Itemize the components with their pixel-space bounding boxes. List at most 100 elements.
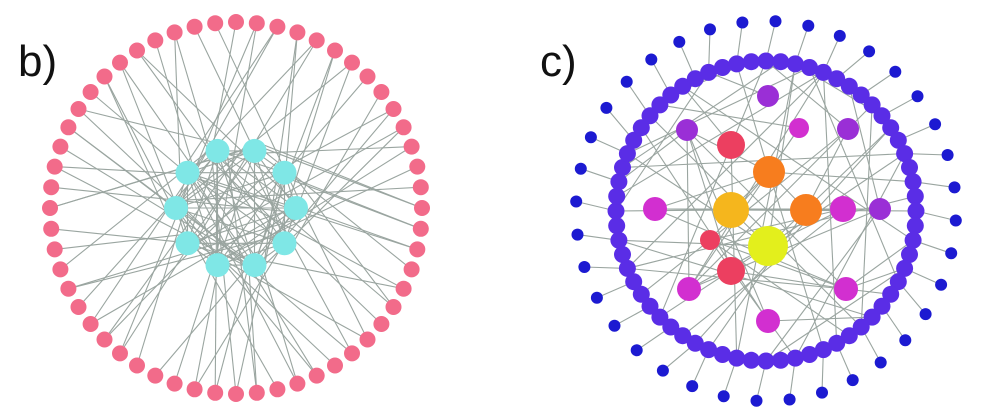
ring-node: [651, 308, 669, 326]
spoke-edge: [181, 169, 404, 290]
ring-node: [840, 327, 858, 345]
leaf-node: [736, 16, 749, 29]
ring-node: [901, 159, 918, 176]
ring-node: [728, 55, 746, 73]
ring-node: [662, 318, 680, 336]
spoke-edge: [174, 269, 213, 384]
hub-orange-node: [753, 156, 785, 188]
leaf-node: [802, 19, 815, 32]
hub-yellow-node: [748, 226, 788, 266]
outer-node: [385, 299, 402, 315]
outer-node: [228, 14, 244, 30]
spoke-edge: [194, 26, 259, 160]
outer-node: [308, 367, 325, 384]
spoke-edge: [104, 76, 171, 204]
hub-edge: [845, 239, 914, 290]
leaf-node: [919, 308, 932, 321]
outer-node: [96, 68, 113, 85]
outer-node: [147, 32, 164, 49]
hub-edge: [640, 239, 711, 295]
spoke-edge: [174, 32, 209, 144]
hub-violet-node: [676, 119, 698, 141]
leaf-node: [941, 149, 954, 161]
spoke-edge: [286, 202, 418, 250]
outer-node: [129, 357, 145, 374]
chord-edge: [616, 71, 824, 197]
spoke-edge: [264, 144, 423, 209]
spoke-edge: [292, 76, 368, 165]
spoke-edge: [282, 108, 394, 169]
hub-magenta-node: [677, 277, 701, 301]
outer-node: [308, 32, 325, 49]
leaf-node: [608, 319, 621, 332]
spoke-edge: [261, 266, 298, 384]
spoke-edge: [258, 259, 404, 290]
hub-magenta-node: [830, 196, 856, 222]
outer-node: [112, 345, 128, 362]
hub-edge: [730, 144, 738, 359]
spoke-edge: [219, 158, 394, 308]
ring-node: [742, 351, 760, 369]
ring-node: [882, 119, 900, 137]
chord-edge: [860, 104, 873, 328]
chord-edge: [627, 72, 824, 269]
core-node: [175, 160, 200, 185]
outer-node: [269, 381, 286, 398]
outer-node: [248, 15, 265, 32]
hub-red-node: [717, 257, 745, 285]
hub-magenta-node: [643, 197, 667, 221]
hub-violet-node: [837, 118, 859, 140]
ring-node: [700, 63, 718, 81]
outer-node: [228, 386, 244, 402]
ring-node: [714, 59, 731, 76]
leaf-node: [750, 394, 763, 407]
leaf-node: [949, 214, 962, 227]
ring-node: [786, 349, 804, 367]
outer-node: [359, 68, 376, 85]
hub-mesh-edge: [686, 129, 732, 272]
hub-mesh-edge: [730, 270, 847, 290]
hub-edge: [618, 239, 769, 247]
spoke-edge: [54, 234, 181, 250]
ring-node: [907, 202, 925, 220]
hub-violet-node: [757, 85, 779, 107]
hub-edge: [767, 316, 873, 322]
spoke-edge: [78, 108, 215, 144]
ring-node: [686, 70, 704, 88]
chord-edge: [822, 72, 838, 344]
hub-gold-node: [713, 192, 749, 228]
hub-edge: [640, 127, 769, 322]
spoke-edge: [287, 91, 382, 253]
chord-edge: [808, 67, 899, 282]
leaf-node: [620, 75, 633, 88]
outer-node: [269, 18, 286, 35]
outer-node: [414, 200, 430, 216]
ring-node: [662, 86, 680, 104]
hub-edge: [709, 239, 850, 337]
ring-node: [786, 55, 804, 73]
ring-node: [852, 86, 870, 104]
outer-node: [395, 119, 412, 136]
outer-node: [46, 158, 63, 175]
ring-node: [840, 77, 858, 95]
hub-edge: [659, 104, 800, 129]
outer-node: [409, 241, 426, 258]
ring-node: [882, 285, 900, 303]
leaf-node: [945, 247, 958, 260]
hub-red-node: [700, 230, 720, 250]
spoke-edge: [78, 108, 255, 275]
spoke-edge: [103, 76, 169, 217]
leaf-node: [863, 45, 876, 58]
spoke-edge: [54, 166, 191, 175]
spoke-edge: [214, 40, 318, 148]
hub-mesh-edge: [654, 171, 770, 210]
outer-node: [344, 345, 360, 362]
leaf-node: [590, 291, 603, 304]
ring-node: [618, 145, 636, 163]
outer-node: [207, 384, 224, 401]
panel-c-network: [570, 15, 962, 407]
ring-node: [625, 273, 643, 291]
hub-edge: [627, 153, 769, 247]
leaf-node: [704, 23, 716, 36]
ring-node: [757, 52, 775, 70]
